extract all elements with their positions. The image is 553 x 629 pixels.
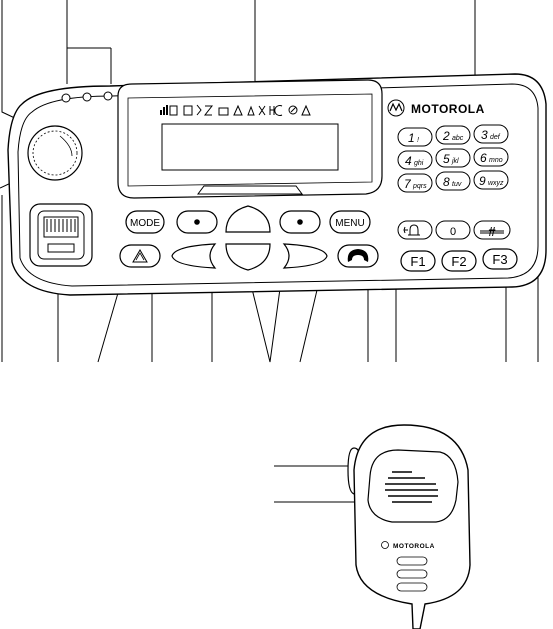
key-digit: 6: [480, 151, 487, 165]
mute-icon: [288, 105, 298, 115]
key-digit: 1: [408, 131, 415, 145]
display-text-area: [161, 123, 339, 171]
monitor-icon: [258, 105, 266, 116]
phone-button[interactable]: [337, 244, 379, 268]
volume-knob-grip: [32, 130, 78, 176]
key-digit: 9: [479, 174, 486, 188]
alert-icon: [233, 104, 243, 116]
key-digit: 4: [405, 154, 412, 168]
connector-pins: [43, 216, 79, 238]
keypad-key[interactable]: 0: [435, 220, 471, 240]
keypad-key[interactable]: 4 ghi: [397, 150, 433, 170]
message-icon: [183, 105, 193, 116]
microphone: MOTOROLA: [347, 424, 471, 629]
keypad-key[interactable]: 7 pqrs: [397, 173, 433, 193]
menu-button[interactable]: [329, 210, 371, 234]
signal-strength-icon: [160, 110, 162, 115]
mic-grille-frame: [367, 449, 459, 523]
key-digit: 2: [442, 129, 450, 143]
volume-knob[interactable]: [27, 125, 83, 181]
motorola-batwing-icon: [381, 541, 389, 549]
hash-key-stripes: [480, 230, 504, 234]
mic-button-slot: [396, 582, 428, 592]
mic-button-slot: [396, 556, 428, 566]
mic-button-slot: [396, 569, 428, 579]
connector-pin-lines: [46, 219, 76, 232]
led-indicator: [103, 91, 113, 101]
brand-logo-text: MOTOROLA: [411, 102, 485, 116]
chevron-left-icon[interactable]: [171, 243, 217, 269]
display-status-icons: [160, 104, 311, 116]
function-key-f3[interactable]: F3: [482, 248, 518, 270]
keypad-key[interactable]: 8 tuv: [435, 171, 471, 191]
key-digit: 8: [443, 175, 450, 189]
mic-grille: [385, 471, 438, 503]
key-letters: tuv: [452, 181, 462, 188]
keypad-key[interactable]: 5 jkl: [435, 148, 471, 168]
high-power-icon: [269, 106, 275, 115]
led-indicator: [61, 93, 71, 103]
key-letters: jkl: [451, 158, 459, 165]
head-inner-bezel: [17, 83, 539, 287]
display-slot: [197, 185, 303, 195]
function-key-f2[interactable]: F2: [441, 250, 477, 272]
keypad-key[interactable]: 6 mno: [473, 147, 509, 167]
key-letters: pqrs: [412, 183, 427, 190]
keypad: 1 ! 2 abc 3 def 4 ghi 5 jkl 6 mno: [397, 124, 518, 272]
key-letters: !: [417, 137, 419, 144]
keypad-key[interactable]: 9 wxyz: [473, 170, 509, 190]
mode-button-label: MODE: [130, 218, 160, 229]
key-letters: mno: [489, 157, 503, 164]
keypad-key[interactable]: 3 def: [473, 124, 509, 144]
volume-knob-highlight: [59, 135, 73, 157]
lock-icon: [218, 107, 229, 116]
triangle-status-icon: [301, 104, 311, 116]
key-letters: wxyz: [488, 180, 504, 187]
softkey-dot-icon: [194, 219, 200, 225]
motorola-batwing-icon: [387, 99, 405, 117]
key-digit: 0: [450, 226, 456, 238]
talkaround-icon: [196, 104, 202, 116]
mode-button[interactable]: [125, 210, 165, 234]
chevron-right-icon[interactable]: [282, 243, 328, 269]
emergency-button[interactable]: [119, 244, 161, 268]
key-letters: abc: [452, 135, 464, 142]
keypad-key[interactable]: 1 !: [397, 127, 433, 147]
function-key-label: F1: [410, 254, 425, 269]
function-key-f1[interactable]: F1: [400, 250, 436, 272]
callout-led-indicators: [66, 0, 112, 84]
priority-icon: [203, 105, 214, 116]
triangle-warning-icon: [132, 249, 148, 263]
connector-latch: [47, 243, 75, 253]
mic-brand-text: MOTOROLA: [393, 543, 435, 550]
chevron-up-icon[interactable]: [225, 205, 271, 233]
key-digit: 3: [481, 128, 488, 142]
key-letters: def: [490, 134, 501, 141]
led-indicator: [82, 92, 92, 102]
key-letters: ghi: [414, 160, 424, 167]
key-digit: #: [488, 224, 496, 239]
keypad-key[interactable]: #: [473, 220, 511, 240]
menu-button-label: MENU: [335, 218, 364, 229]
key-digit: 7: [404, 177, 412, 191]
function-key-label: F3: [492, 252, 507, 267]
scan-icon: [169, 105, 178, 116]
phone-handset-icon: [347, 249, 369, 262]
bell-status-icon: [247, 105, 255, 116]
call-icon: [274, 105, 283, 116]
chevron-down-icon[interactable]: [225, 243, 271, 271]
arrow-left-icon: [403, 226, 408, 234]
key-digit: 5: [443, 152, 450, 166]
softkey-dot-icon: [297, 219, 303, 225]
keypad-key[interactable]: 2 abc: [435, 125, 471, 145]
bell-icon: [408, 224, 420, 236]
function-key-label: F2: [451, 254, 466, 269]
bell-key[interactable]: [397, 220, 433, 240]
